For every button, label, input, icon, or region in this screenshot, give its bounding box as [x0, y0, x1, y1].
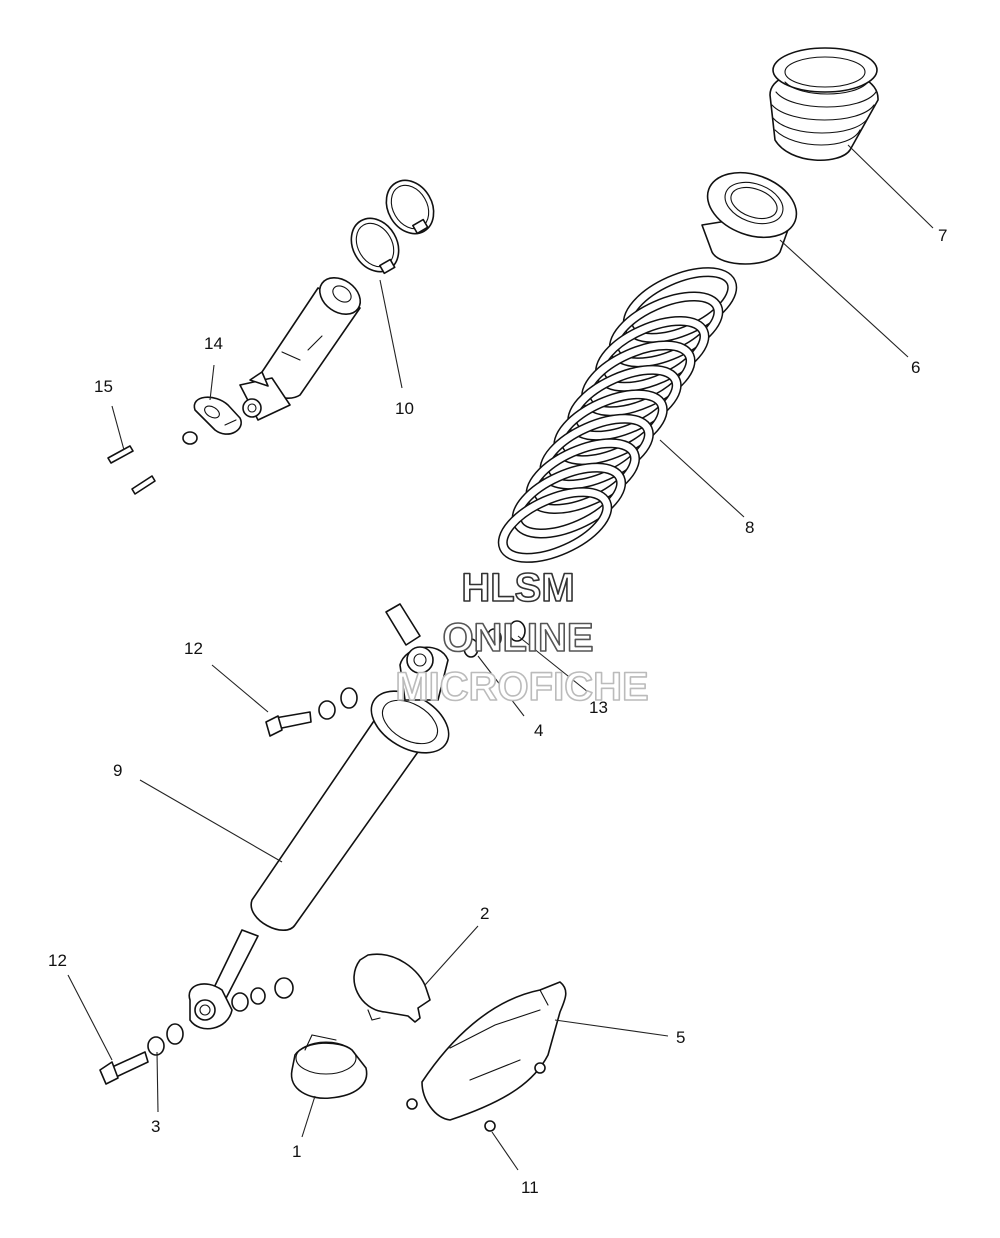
callout-15[interactable]: 15	[94, 377, 113, 396]
washer-part-4[interactable]	[463, 638, 479, 658]
bump-stop-part-7[interactable]	[769, 47, 879, 161]
bushing-lower[interactable]	[231, 977, 294, 1012]
watermark-line-2: ONLINE	[442, 616, 593, 660]
callout-9[interactable]: 9	[113, 761, 122, 780]
callout-3[interactable]: 3	[151, 1117, 160, 1136]
retaining-clip-part-2[interactable]	[353, 953, 431, 1023]
callout-12-lower[interactable]: 12	[48, 951, 67, 970]
guard-part-5[interactable]	[421, 981, 567, 1121]
hose-clamp-part-10[interactable]	[342, 172, 443, 280]
callout-14[interactable]: 14	[204, 334, 223, 353]
spring-seat-part-6[interactable]	[699, 161, 806, 265]
callout-1[interactable]: 1	[292, 1142, 301, 1161]
reservoir-hose[interactable]	[164, 431, 421, 646]
callout-4[interactable]: 4	[534, 721, 543, 740]
lower-spring-seat-part-1[interactable]	[290, 1034, 368, 1100]
screw-part-15[interactable]	[107, 445, 156, 495]
callout-7[interactable]: 7	[938, 226, 947, 245]
watermark: HLSM ONLINE MICROFICHE	[395, 565, 650, 710]
bushing-part-13[interactable]	[486, 620, 526, 648]
watermark-line-3: MICROFICHE	[395, 665, 648, 709]
coil-ring-fill	[499, 488, 611, 562]
watermark-line-1: HLSM	[461, 566, 574, 610]
callout-6[interactable]: 6	[911, 358, 920, 377]
shock-body-part-9[interactable]	[188, 646, 459, 1030]
coil-spring-part-8[interactable]	[493, 258, 741, 571]
callout-10[interactable]: 10	[395, 399, 414, 418]
callout-labels: 1 2 3 4 5 6 7 8 9 10 11 12 12 13 14 15	[48, 226, 947, 1197]
leader-lines	[67, 144, 934, 1171]
shock-reservoir[interactable]	[239, 270, 367, 421]
bolt-part-12-upper[interactable]	[265, 687, 358, 737]
callout-8[interactable]: 8	[745, 518, 754, 537]
callout-11[interactable]: 11	[521, 1178, 539, 1197]
callout-12-upper[interactable]: 12	[184, 639, 203, 658]
reservoir-clamp-part-14[interactable]	[193, 396, 242, 435]
callout-5[interactable]: 5	[676, 1028, 685, 1047]
bolt-part-12-lower[interactable]	[99, 1023, 184, 1085]
callout-13[interactable]: 13	[589, 698, 608, 717]
rivet-part-11[interactable]	[406, 1062, 546, 1132]
callout-2[interactable]: 2	[480, 904, 489, 923]
